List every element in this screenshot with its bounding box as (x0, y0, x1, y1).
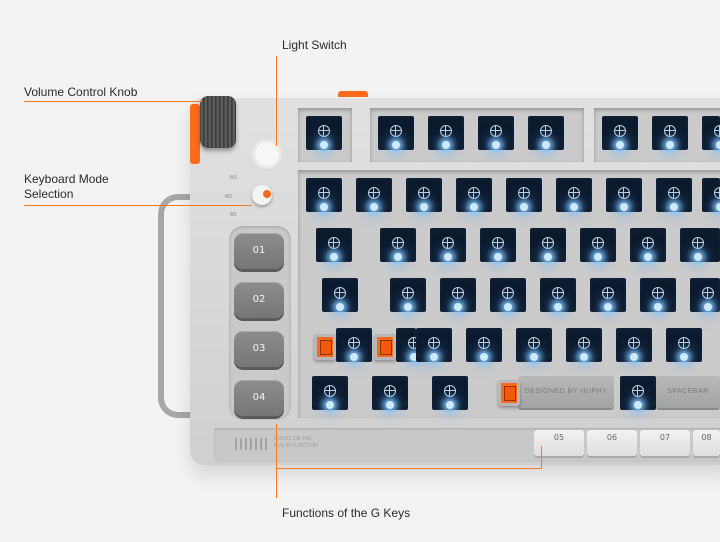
g-key-04: 04 (234, 380, 284, 416)
key (702, 178, 720, 212)
g-key-02: 02 (234, 282, 284, 318)
key (456, 178, 492, 212)
key (540, 278, 576, 312)
key (620, 376, 656, 410)
exposed-switch (314, 334, 336, 360)
key (516, 328, 552, 362)
key (428, 116, 464, 150)
leader-g-keys-h (276, 468, 542, 469)
f-key-08: 08 (693, 430, 720, 456)
callout-volume-knob: Volume Control Knob (24, 85, 138, 99)
top-accent (338, 91, 368, 97)
carry-handle (158, 194, 198, 418)
exposed-switch (498, 380, 520, 406)
key (528, 116, 564, 150)
key (336, 328, 372, 362)
key (506, 178, 542, 212)
key (666, 328, 702, 362)
key (566, 328, 602, 362)
f-key-07: 07 (640, 430, 690, 456)
f-key-06: 06 (587, 430, 637, 456)
key (380, 228, 416, 262)
key (580, 228, 616, 262)
key (652, 116, 688, 150)
exposed-switch (374, 334, 396, 360)
leader-light (276, 56, 277, 146)
spacebar-right: SPACEBAR (656, 376, 720, 408)
key (616, 328, 652, 362)
key (406, 178, 442, 212)
callout-mode-selection: Keyboard Mode Selection (24, 172, 109, 201)
key (432, 376, 468, 410)
mode-label-m1: M1 (230, 212, 237, 218)
callout-light-switch: Light Switch (282, 38, 347, 52)
key (416, 328, 452, 362)
key (322, 278, 358, 312)
callout-g-keys: Functions of the G Keys (282, 506, 411, 520)
key (478, 116, 514, 150)
g-key-03: 03 (234, 331, 284, 367)
brand-mark (235, 438, 269, 450)
volume-knob (200, 96, 236, 148)
key (680, 228, 720, 262)
light-switch (255, 142, 279, 166)
key (306, 178, 342, 212)
leader-volume (24, 101, 202, 102)
brand-text: FOCUS ON THE FUN IN FUNCTION (274, 436, 318, 449)
key (378, 116, 414, 150)
g-key-01: 01 (234, 233, 284, 269)
key (556, 178, 592, 212)
mode-switch (252, 185, 272, 205)
key (356, 178, 392, 212)
spacebar-left: DESIGNED BY HUPHY (518, 376, 614, 408)
key (390, 278, 426, 312)
key (440, 278, 476, 312)
key (690, 278, 720, 312)
key (640, 278, 676, 312)
mode-label-m3: M3 (230, 175, 237, 181)
key (316, 228, 352, 262)
mode-label-m2: M2 (225, 194, 232, 200)
key (490, 278, 526, 312)
key (466, 328, 502, 362)
key (702, 116, 720, 150)
leader-g-keys (276, 424, 277, 498)
key (656, 178, 692, 212)
key (396, 328, 420, 362)
key (606, 178, 642, 212)
key (480, 228, 516, 262)
f-key-05: 05 (534, 430, 584, 456)
key (372, 376, 408, 410)
knob-accent (190, 104, 200, 164)
key (306, 116, 342, 150)
leader-mode (24, 205, 252, 206)
key (530, 228, 566, 262)
key (630, 228, 666, 262)
key (312, 376, 348, 410)
key (430, 228, 466, 262)
key (590, 278, 626, 312)
key (602, 116, 638, 150)
leader-g-keys-v (541, 446, 542, 469)
